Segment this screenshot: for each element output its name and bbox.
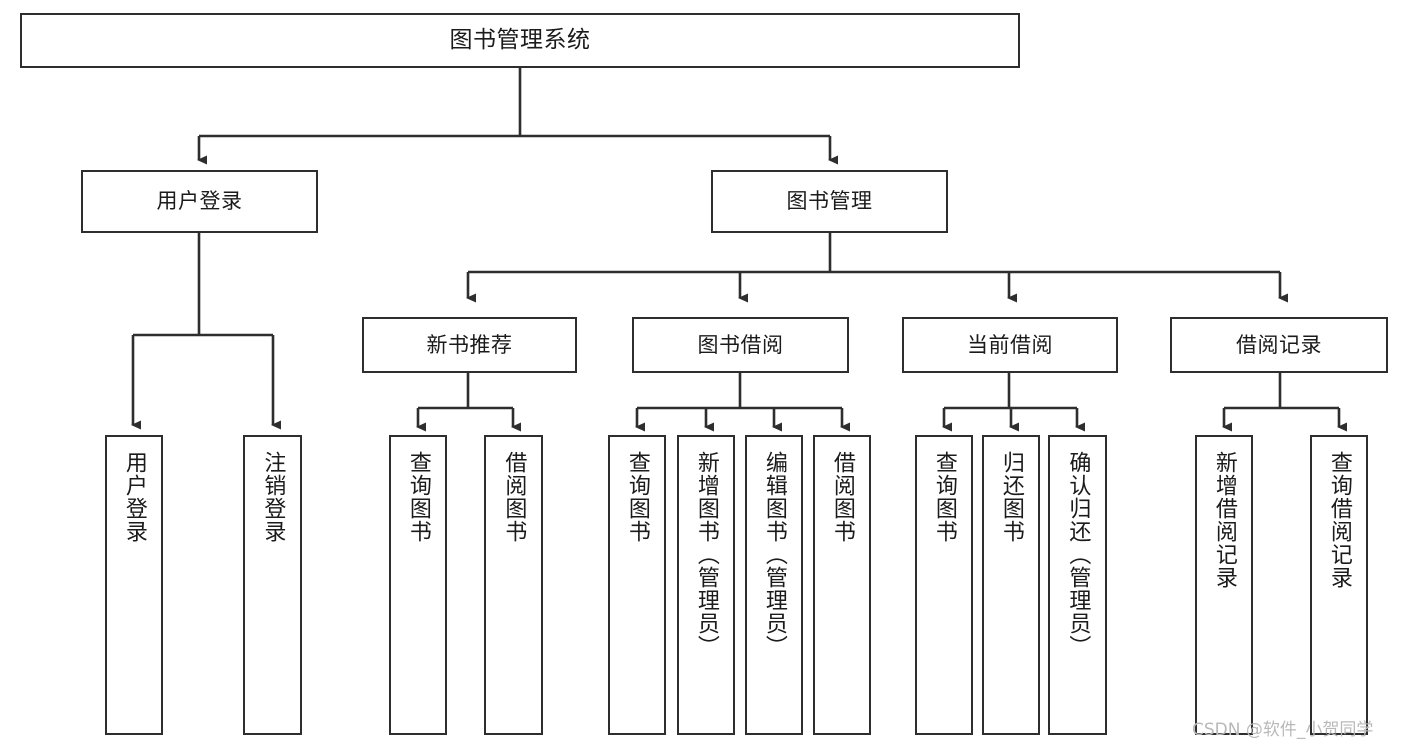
leaf-book-borrow-add[interactable]: 新增图书（管理员） bbox=[677, 435, 735, 735]
node-book-management[interactable]: 图书管理 bbox=[711, 170, 948, 233]
node-label: 借阅图书 bbox=[829, 451, 855, 543]
node-label: 借阅图书 bbox=[501, 451, 527, 543]
node-label: 编辑图书（管理员） bbox=[761, 451, 787, 658]
leaf-user-login-login[interactable]: 用户登录 bbox=[105, 435, 163, 735]
node-label: 图书借阅 bbox=[697, 332, 784, 357]
leaf-user-login-logout[interactable]: 注销登录 bbox=[243, 435, 302, 735]
leaf-book-borrow-edit[interactable]: 编辑图书（管理员） bbox=[745, 435, 803, 735]
node-label: 新增图书（管理员） bbox=[693, 451, 719, 658]
node-book-borrow[interactable]: 图书借阅 bbox=[632, 317, 849, 373]
node-label: 用户登录 bbox=[156, 189, 243, 214]
node-new-book-recommend[interactable]: 新书推荐 bbox=[362, 317, 577, 373]
node-label: 归还图书 bbox=[998, 451, 1024, 543]
leaf-current-borrow-confirm-return[interactable]: 确认归还（管理员） bbox=[1048, 435, 1107, 735]
leaf-borrow-record-add[interactable]: 新增借阅记录 bbox=[1195, 435, 1253, 735]
node-label: 图书管理系统 bbox=[449, 26, 591, 53]
node-borrow-record[interactable]: 借阅记录 bbox=[1170, 317, 1388, 373]
node-label: 注销登录 bbox=[260, 451, 286, 543]
node-label: 查询图书 bbox=[624, 451, 650, 543]
node-root-system[interactable]: 图书管理系统 bbox=[20, 13, 1020, 68]
leaf-borrow-record-query[interactable]: 查询借阅记录 bbox=[1310, 435, 1368, 735]
node-label: 当前借阅 bbox=[967, 332, 1053, 357]
leaf-book-borrow-borrow[interactable]: 借阅图书 bbox=[813, 435, 871, 735]
node-label: 新增借阅记录 bbox=[1211, 451, 1237, 589]
node-label: 借阅记录 bbox=[1236, 332, 1322, 357]
node-label: 用户登录 bbox=[121, 451, 147, 543]
node-label: 图书管理 bbox=[786, 189, 873, 214]
node-label: 查询图书 bbox=[931, 451, 957, 543]
node-current-borrow[interactable]: 当前借阅 bbox=[902, 317, 1118, 373]
leaf-new-book-query[interactable]: 查询图书 bbox=[389, 435, 447, 735]
node-label: 查询借阅记录 bbox=[1326, 451, 1352, 589]
leaf-new-book-borrow[interactable]: 借阅图书 bbox=[484, 435, 543, 735]
csdn-watermark: CSDN @软件_小贺同学 bbox=[1192, 720, 1374, 740]
node-label: 查询图书 bbox=[405, 451, 431, 543]
leaf-current-borrow-return[interactable]: 归还图书 bbox=[982, 435, 1040, 735]
node-user-login[interactable]: 用户登录 bbox=[81, 170, 318, 233]
leaf-current-borrow-query[interactable]: 查询图书 bbox=[915, 435, 973, 735]
node-label: 新书推荐 bbox=[426, 332, 513, 357]
node-label: 确认归还（管理员） bbox=[1065, 451, 1091, 658]
leaf-book-borrow-query[interactable]: 查询图书 bbox=[608, 435, 666, 735]
